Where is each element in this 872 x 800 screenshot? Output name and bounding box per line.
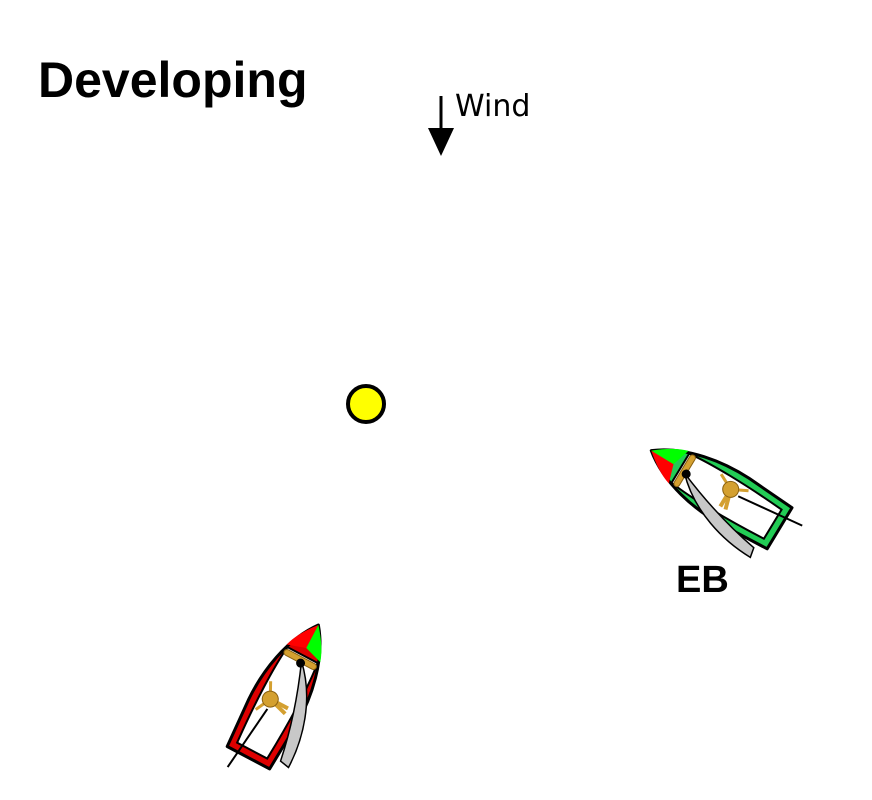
mark-buoy (346, 384, 386, 424)
boat-label-eb: EB (676, 559, 729, 601)
boat-red (225, 623, 322, 771)
diagram-title: Developing (38, 52, 308, 108)
wind-label: Wind (455, 89, 531, 124)
arrow-down-icon (428, 96, 454, 156)
boat-green (649, 448, 803, 559)
